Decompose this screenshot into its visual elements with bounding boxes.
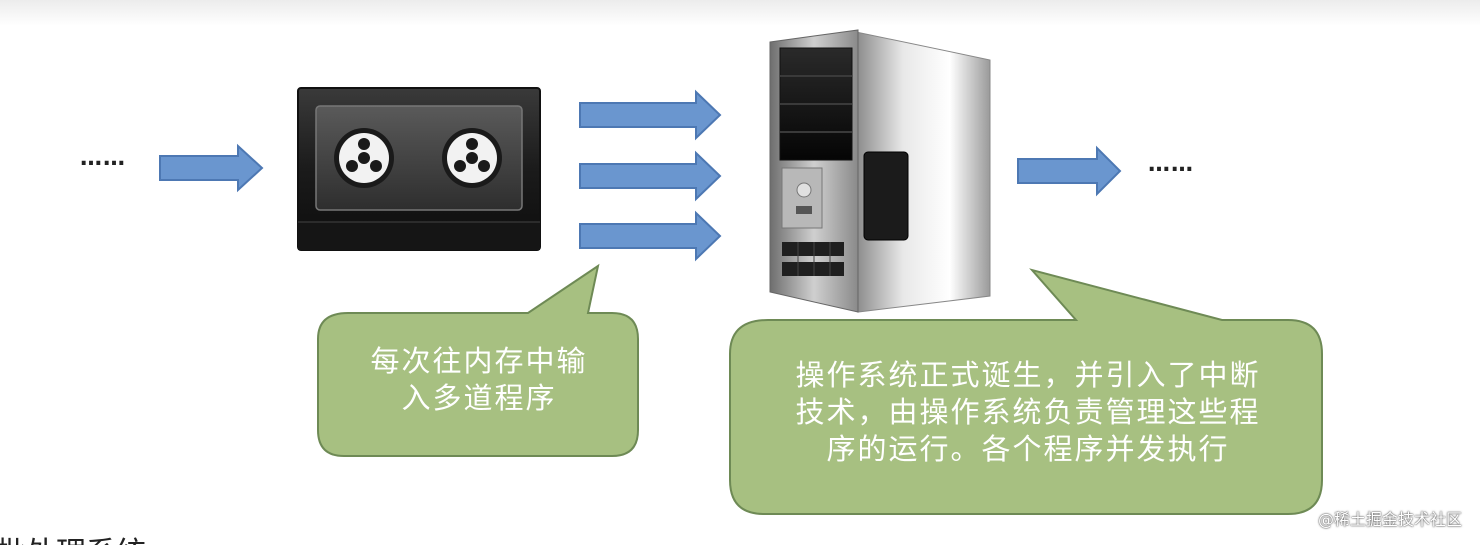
ellipsis-left: …… [80,146,126,171]
ellipsis-right: …… [1148,152,1194,177]
tape-drive-icon [297,87,541,251]
callout-left-line-1: 每次往内存中输 [370,344,588,378]
bottom-heading-partial: 批处理系统 [0,528,146,545]
arrow-to-cpu-2 [579,150,722,202]
top-band [0,0,1480,26]
callout-bubble-right [729,268,1323,515]
callout-left-text: 每次往内存中输 入多道程序 [334,343,624,417]
callout-right-line-2: 技术，由操作系统负责管理这些程 [795,395,1261,430]
server-tower-icon [769,29,991,313]
callout-bubble-left [317,263,639,457]
tape-reel-right [442,128,502,188]
arrow-to-cpu-1 [579,89,722,141]
watermark: @稀土掘金技术社区 [1317,510,1462,529]
callout-right-line-3: 序的运行。各个程序并发执行 [826,432,1230,467]
callout-left-line-2: 入多道程序 [401,381,557,416]
arrow-output [1017,145,1122,197]
arrow-to-tape [159,143,264,193]
callout-right-line-1: 操作系统正式诞生，并引入了中断 [795,358,1261,392]
callout-right-text: 操作系统正式诞生，并引入了中断 技术，由操作系统负责管理这些程 序的运行。各个程… [748,357,1308,468]
tape-reel-left [334,128,394,188]
arrow-to-cpu-3 [579,210,722,262]
